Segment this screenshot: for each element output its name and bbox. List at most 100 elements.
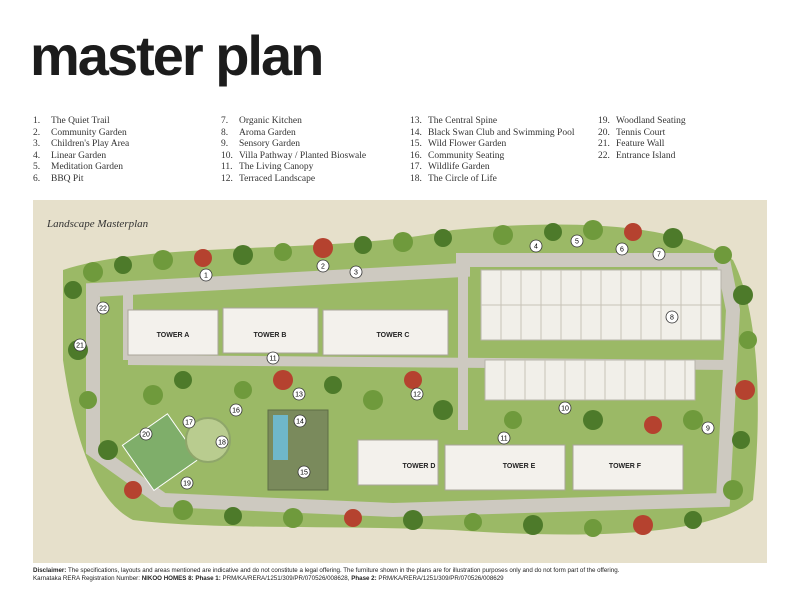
marker-6[interactable]: 6: [615, 242, 629, 256]
legend-item-label: The Circle of Life: [428, 173, 497, 184]
legend-item: 20.Tennis Court: [598, 128, 686, 140]
legend-item-label: Terraced Landscape: [239, 173, 316, 184]
marker-16[interactable]: 16: [229, 403, 243, 417]
svg-text:7: 7: [657, 252, 661, 259]
marker-8[interactable]: 8: [665, 310, 679, 324]
marker-1[interactable]: 1: [199, 268, 213, 282]
marker-2[interactable]: 2: [316, 259, 330, 273]
marker-14[interactable]: 14: [293, 414, 307, 428]
legend-item-number: 15.: [410, 139, 422, 150]
legend-item-number: 4.: [33, 150, 41, 161]
legend-item-number: 2.: [33, 127, 41, 138]
legend-item: 15. Wild Flower Garden: [410, 139, 574, 151]
page-title: master plan: [30, 24, 324, 87]
map-title: Landscape Masterplan: [47, 218, 149, 230]
svg-text:17: 17: [185, 420, 193, 427]
svg-text:1: 1: [204, 273, 208, 280]
svg-text:12: 12: [413, 392, 421, 399]
svg-text:11: 11: [500, 436, 507, 443]
legend-item: 16.Community Seating: [410, 151, 574, 163]
legend-item-label: Woodland Seating: [616, 116, 686, 126]
marker-11a[interactable]: 11: [266, 351, 280, 365]
svg-text:14: 14: [296, 419, 304, 426]
legend-item-label: Sensory Garden: [239, 139, 300, 150]
legend-item: 22.Entrance Island: [598, 151, 686, 163]
legend-item: 10.Villa Pathway / Planted Bioswale: [221, 151, 366, 163]
legend-item: 6.BBQ Pit: [33, 174, 129, 186]
legend-item: 7. Organic Kitchen: [221, 116, 366, 128]
marker-20[interactable]: 20: [139, 427, 153, 441]
svg-text:10: 10: [561, 406, 569, 413]
svg-text:8: 8: [670, 315, 674, 322]
tower-a-footprint: [127, 309, 219, 356]
legend-item: 3. Children's Play Area: [33, 139, 129, 151]
marker-5[interactable]: 5: [570, 234, 584, 248]
tower-f-label: TOWER F: [609, 463, 642, 470]
tower-c-label: TOWER C: [377, 332, 410, 339]
legend-item: 19.Woodland Seating: [598, 116, 686, 128]
svg-text:11: 11: [269, 356, 276, 363]
tower-f-footprint: [572, 444, 684, 491]
legend-item: 13.The Central Spine: [410, 116, 574, 128]
legend-item-label: Tennis Court: [616, 127, 666, 138]
legend-item-label: Meditation Garden: [51, 162, 124, 173]
marker-19[interactable]: 19: [180, 476, 194, 490]
legend-item-number: 16.: [410, 150, 422, 161]
tower-d-footprint: [357, 439, 439, 486]
marker-12[interactable]: 12: [410, 387, 424, 401]
marker-11b[interactable]: 11: [497, 431, 511, 445]
legend-item-label: Linear Garden: [51, 150, 107, 161]
marker-9[interactable]: 9: [701, 421, 715, 435]
marker-17[interactable]: 17: [182, 415, 196, 429]
legend-item-label: Organic Kitchen: [239, 116, 302, 126]
ring-road: [86, 253, 741, 518]
marker-7[interactable]: 7: [652, 247, 666, 261]
legend-item-number: 3.: [33, 139, 41, 150]
legend-item-number: 12.: [221, 173, 233, 184]
legend-item-number: 7.: [221, 116, 229, 126]
legend-item-label: Wild Flower Garden: [428, 139, 507, 150]
marker-22[interactable]: 22: [96, 301, 110, 315]
marker-18[interactable]: 18: [215, 435, 229, 449]
legend-item-label: Wildlife Garden: [428, 162, 490, 173]
phase2-label: Phase 2:: [351, 575, 377, 582]
masterplan-illustration: TOWER A TOWER B TOWER C TOWER D TOWER E …: [33, 200, 767, 563]
phase1-number: PRM/KA/RERA/1251/309/PR/070526/008628,: [222, 575, 350, 582]
legend-item-label: The Quiet Trail: [51, 116, 110, 126]
svg-text:20: 20: [142, 432, 150, 439]
legend-item-label: The Living Canopy: [239, 162, 314, 173]
legend-item-number: 13.: [410, 116, 422, 126]
rera-prefix: Karnataka RERA Registration Number:: [33, 575, 140, 582]
svg-text:2: 2: [321, 264, 325, 271]
legend-item: 2.Community Garden: [33, 128, 129, 140]
tower-a-label: TOWER A: [157, 332, 190, 339]
legend-item-number: 1.: [33, 116, 41, 126]
marker-4[interactable]: 4: [529, 239, 543, 253]
svg-text:18: 18: [218, 440, 226, 447]
legend-item: 12. Terraced Landscape: [221, 174, 366, 186]
villa-block-north: [480, 269, 722, 341]
legend-item: 9.Sensory Garden: [221, 139, 366, 151]
legend-item: 21.Feature Wall: [598, 139, 686, 151]
svg-text:21: 21: [76, 343, 84, 350]
legend-item: 5.Meditation Garden: [33, 162, 129, 174]
svg-text:5: 5: [575, 239, 579, 246]
svg-text:22: 22: [99, 306, 107, 313]
marker-13[interactable]: 13: [292, 387, 306, 401]
legend-item-number: 17.: [410, 162, 422, 173]
disclaimer-text: The specifications, layouts and areas me…: [67, 567, 620, 574]
project-name: NIKOO HOMES 8:: [141, 575, 194, 582]
marker-3[interactable]: 3: [349, 265, 363, 279]
tower-b-label: TOWER B: [254, 332, 287, 339]
legend-item-label: BBQ Pit: [51, 173, 84, 184]
marker-10[interactable]: 10: [558, 401, 572, 415]
legend-item: 1. The Quiet Trail: [33, 116, 129, 128]
marker-15[interactable]: 15: [297, 465, 311, 479]
marker-21[interactable]: 21: [73, 338, 87, 352]
landscape-masterplan-map: TOWER A TOWER B TOWER C TOWER D TOWER E …: [33, 200, 767, 563]
svg-text:16: 16: [232, 408, 240, 415]
legend-item-label: Children's Play Area: [51, 139, 130, 150]
